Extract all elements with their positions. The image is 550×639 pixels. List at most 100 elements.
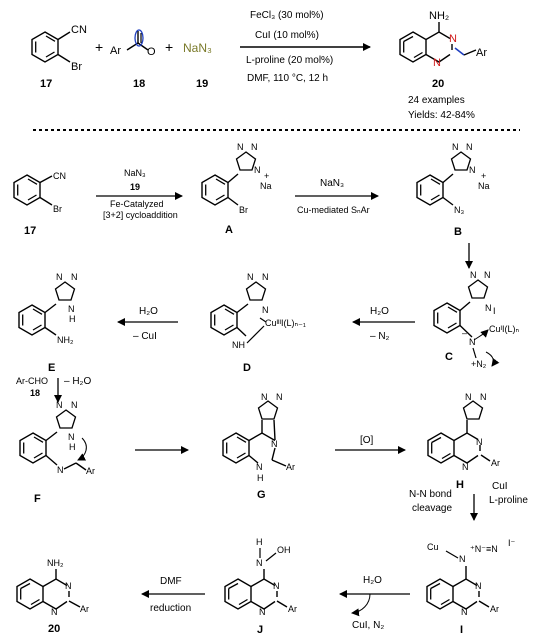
plus-sign: + xyxy=(264,171,269,181)
step8-text-2: cleavage xyxy=(412,503,452,514)
step5-num: 18 xyxy=(30,388,40,398)
intermediate-b-label: B xyxy=(454,226,462,238)
n-label: N xyxy=(476,437,483,447)
step8-proline: L-proline xyxy=(489,495,528,506)
compound-18-label: 18 xyxy=(133,78,145,90)
top-scheme: CN Br 17 + Ar O 18 + NaN₃ 19 FeCl₃ (30 m… xyxy=(31,10,487,121)
step-1: NaN₃ 19 Fe-Catalyzed [3+2] cycloaddition xyxy=(96,168,183,220)
cu-label: Cu xyxy=(427,542,439,552)
ar-label: Ar xyxy=(110,45,121,57)
step5-water: – H₂O xyxy=(64,376,91,387)
n-label: N xyxy=(56,400,63,410)
compound-20-label: 20 xyxy=(48,623,60,635)
step-3: H₂O – N₂ xyxy=(352,306,415,342)
n1-label: N xyxy=(433,57,441,69)
ar-label: Ar xyxy=(86,466,95,476)
intermediate-g-label: G xyxy=(257,489,266,501)
step-7: [O] xyxy=(335,435,406,454)
intermediate-g: Ar N H N N N G xyxy=(222,392,295,501)
n-label: N xyxy=(51,607,58,617)
product-20: NH₂ N N Ar 20 24 examples Yields: 42-84% xyxy=(399,10,487,121)
n-label: N xyxy=(71,272,78,282)
n-label: N xyxy=(261,392,268,402)
n-label: N xyxy=(57,465,64,475)
step5-aldehyde: Ar-CHO xyxy=(16,376,48,386)
n-label: N xyxy=(273,581,280,591)
step2-snar: Cu-mediated SₙAr xyxy=(297,205,370,215)
oh-label: OH xyxy=(277,545,291,555)
br-label: Br xyxy=(71,61,82,73)
n-label: N xyxy=(480,392,487,402)
compound-19-label: 19 xyxy=(196,78,208,90)
step-5: Ar-CHO 18 – H₂O xyxy=(16,376,91,403)
n-label: N xyxy=(461,607,468,617)
compound-17-label: 17 xyxy=(40,78,52,90)
nh-label: N xyxy=(68,432,75,442)
compound-17-label: 17 xyxy=(24,225,36,237)
cn-label: CN xyxy=(53,171,66,181)
i-label: I xyxy=(493,306,496,316)
step-9: H₂O CuI, N₂ xyxy=(339,575,410,631)
ar-label: Ar xyxy=(490,604,499,614)
n-label: N xyxy=(276,392,283,402)
n-label: N xyxy=(237,142,244,152)
n-label: N xyxy=(247,272,254,282)
cn-label: CN xyxy=(71,24,87,36)
nh-label: N xyxy=(68,304,75,314)
plus-sign: + xyxy=(95,39,103,55)
step10-dmf: DMF xyxy=(160,576,182,587)
compound-17-top: CN Br 17 xyxy=(31,24,87,90)
step1-cyclo: [3+2] cycloaddition xyxy=(103,210,178,220)
intermediate-e-label: E xyxy=(48,362,55,374)
intermediate-a: Br N N N Na + A xyxy=(201,142,272,236)
nh-label: NH xyxy=(232,340,245,350)
intermediate-d-label: D xyxy=(243,362,251,374)
ar-label: Ar xyxy=(476,47,487,59)
nh2-label: NH₂ xyxy=(57,335,74,345)
step-2: NaN₃ Cu-mediated SₙAr xyxy=(295,178,379,215)
step10-reduction: reduction xyxy=(150,603,191,614)
step8-text-1: N-N bond xyxy=(409,489,452,500)
intermediate-h-label: H xyxy=(456,479,464,491)
sodium-azide: NaN₃ xyxy=(183,41,212,55)
h-label: H xyxy=(256,537,263,547)
azide-label: ⁺N⁻≡N xyxy=(470,544,498,554)
nh2-label: NH₂ xyxy=(429,10,449,22)
n-label: N xyxy=(254,165,261,175)
step1-reagent: NaN₃ xyxy=(124,168,146,178)
step9-water: H₂O xyxy=(363,575,382,586)
product-20-bottom: NH₂ N N Ar 20 xyxy=(16,558,89,635)
plus-sign: + xyxy=(481,171,486,181)
step7-oxidant: [O] xyxy=(360,435,374,446)
br-label: Br xyxy=(53,204,62,214)
step4-water: H₂O xyxy=(139,306,158,317)
n-label: N xyxy=(462,462,469,472)
n3-label: N xyxy=(449,33,457,45)
intermediate-c: N N N I CuᴵI(L)ₙ N – +N₂ C xyxy=(433,270,520,369)
intermediate-j-label: J xyxy=(257,624,263,636)
step8-cui: CuI xyxy=(492,481,508,492)
step2-reagent: NaN₃ xyxy=(320,178,344,189)
n-label: N xyxy=(262,272,269,282)
minus-sign: – xyxy=(462,328,467,338)
n-label: N xyxy=(259,607,266,617)
n-label: N xyxy=(465,392,472,402)
iodide-label: I⁻ xyxy=(508,538,516,548)
n-label: N xyxy=(262,305,269,315)
na-label: Na xyxy=(260,181,272,191)
condition-3: L-proline (20 mol%) xyxy=(246,55,333,66)
n-label: N xyxy=(271,439,278,449)
n-label: N xyxy=(475,581,482,591)
condition-2: CuI (10 mol%) xyxy=(255,30,319,41)
na-label: Na xyxy=(478,181,490,191)
compound-20-label: 20 xyxy=(432,78,444,90)
plus-sign: + xyxy=(165,39,173,55)
compound-17: CN Br 17 xyxy=(13,171,66,237)
h-label: H xyxy=(69,442,76,452)
step1-num: 19 xyxy=(130,182,140,192)
n-label: N xyxy=(485,303,492,313)
nh2-label: NH₂ xyxy=(47,558,64,568)
n-label: N xyxy=(251,142,258,152)
n-label: N xyxy=(469,337,476,347)
